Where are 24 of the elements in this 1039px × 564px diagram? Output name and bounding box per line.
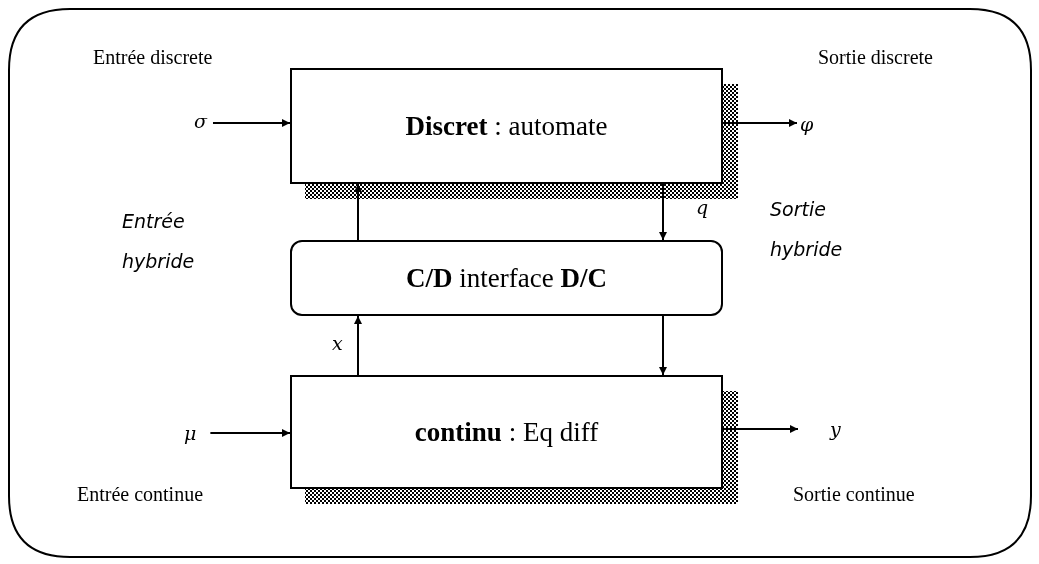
- input-label: Entrée discrete: [93, 46, 213, 69]
- discrete-block: Discret : automate: [290, 68, 723, 184]
- signal-symbol: σ: [194, 112, 207, 131]
- signal-symbol: φ: [800, 115, 814, 134]
- arrow: [354, 315, 362, 376]
- arrow: [659, 183, 667, 241]
- continuous-block: continu : Eq diff: [290, 375, 723, 489]
- arrow: [722, 119, 798, 127]
- signal-symbol: μ: [184, 424, 197, 443]
- arrow: [354, 183, 362, 241]
- arrow: [722, 425, 799, 433]
- diagram-frame: [8, 8, 1032, 558]
- edge-label: x: [332, 334, 343, 353]
- arrow: [209, 429, 291, 437]
- input-label: Entrée hybride: [122, 209, 196, 274]
- arrow: [212, 119, 291, 127]
- output-label: Sortie hybride: [770, 197, 844, 262]
- interface-block: C/D interface D/C: [290, 240, 723, 316]
- arrow: [659, 315, 667, 376]
- input-label: Entrée continue: [77, 483, 204, 506]
- output-label: Sortie continue: [793, 483, 915, 506]
- signal-symbol: y: [830, 420, 841, 439]
- edge-label: q: [696, 198, 709, 217]
- output-label: Sortie discrete: [818, 46, 933, 69]
